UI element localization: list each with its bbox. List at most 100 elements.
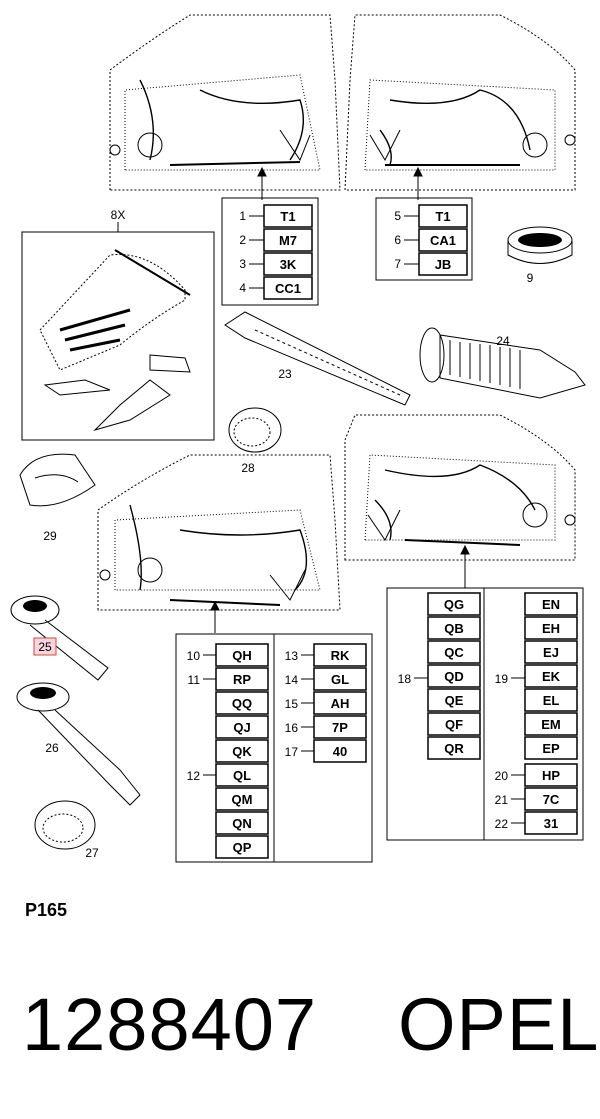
part-25-grommet: 25 (10, 595, 109, 681)
item-code-12-2-box (215, 715, 269, 739)
part-label-24: 24 (496, 334, 510, 348)
item-code-19-5-box (524, 688, 578, 712)
part-9-tape-roll: 9 (507, 226, 573, 285)
item-code-19-6: EM (541, 717, 561, 732)
item-code-18-6-box (427, 712, 481, 736)
item-code-12-1: QQ (232, 696, 252, 711)
item-code-18-7-box (427, 736, 481, 760)
item-code-12-4: QL (233, 768, 251, 783)
item-code-7-box (418, 252, 468, 276)
item-code-15-box (313, 691, 367, 715)
item-code-1-box (263, 204, 313, 228)
item-code-19-4-box (524, 664, 578, 688)
item-code-11: RP (233, 672, 251, 687)
brand-name: OPEL (398, 983, 600, 1066)
item-code-6: CA1 (430, 233, 456, 248)
item-number-4: 4 (239, 281, 246, 295)
item-code-19-5: EL (543, 693, 560, 708)
item-code-19-2-box (524, 616, 578, 640)
item-number-5: 5 (394, 209, 401, 223)
part-23-cable-tie: 23 (224, 311, 411, 406)
item-code-13: RK (331, 648, 350, 663)
item-code-18-2: QB (444, 621, 464, 636)
item-code-18-6: QF (445, 717, 463, 732)
item-code-12-6: QN (232, 816, 252, 831)
item-code-19-4: EK (542, 669, 561, 684)
part-label-23: 23 (278, 367, 292, 381)
part-label-29: 29 (43, 529, 57, 543)
item-code-18-5-box (427, 688, 481, 712)
item-code-22-box (524, 811, 578, 835)
item-number-15: 15 (285, 697, 299, 711)
item-code-12-1-box (215, 691, 269, 715)
item-code-19-1-box (524, 592, 578, 616)
item-code-12-5-box (215, 787, 269, 811)
item-code-19-6-box (524, 712, 578, 736)
item-number-7: 7 (394, 257, 401, 271)
item-number-21: 21 (495, 793, 509, 807)
item-number-14: 14 (285, 673, 299, 687)
item-number-12: 12 (187, 769, 201, 783)
item-code-19-7: EP (542, 741, 560, 756)
item-code-1: T1 (280, 209, 295, 224)
callout-arrows-top (257, 166, 423, 200)
part-label-26: 26 (45, 741, 59, 755)
item-code-18-4: QD (444, 669, 464, 684)
item-code-12-2: QJ (233, 720, 250, 735)
item-number-3: 3 (239, 257, 246, 271)
part-26-grommet-long: 26 (16, 682, 141, 806)
item-code-18-2-box (427, 616, 481, 640)
item-code-16-box (313, 715, 367, 739)
item-code-4: CC1 (275, 281, 301, 296)
item-code-21: 7C (543, 792, 560, 807)
item-code-22: 31 (544, 816, 558, 831)
item-code-19-2: EH (542, 621, 560, 636)
page-code: P165 (25, 900, 68, 920)
door-panel-top-right (344, 14, 576, 191)
item-code-14-box (313, 667, 367, 691)
item-code-12-5: QM (232, 792, 253, 807)
item-code-12-3: QK (232, 744, 252, 759)
item-code-19-7-box (524, 736, 578, 760)
part-28-blanking-plug: 28 (228, 407, 282, 475)
item-code-17: 40 (333, 744, 347, 759)
item-code-3-box (263, 252, 313, 276)
part-label-27: 27 (85, 846, 99, 860)
item-number-22: 22 (495, 817, 509, 831)
part-number: 1288407 (22, 983, 318, 1066)
item-number-19: 19 (495, 672, 509, 686)
item-code-11-box (215, 667, 269, 691)
item-code-12-6-box (215, 811, 269, 835)
item-code-19-3-box (524, 640, 578, 664)
door-panel-bottom-right (344, 414, 576, 561)
item-code-18-1-box (427, 592, 481, 616)
item-number-10: 10 (187, 649, 201, 663)
item-number-18: 18 (398, 672, 412, 686)
item-code-12-7-box (215, 835, 269, 859)
item-number-13: 13 (285, 649, 299, 663)
item-number-16: 16 (285, 721, 299, 735)
item-code-21-box (524, 787, 578, 811)
item-number-2: 2 (239, 233, 246, 247)
item-code-18-5: QE (445, 693, 464, 708)
item-code-12-7: QP (233, 840, 252, 855)
item-code-16: 7P (332, 720, 348, 735)
item-code-10: QH (232, 648, 252, 663)
item-code-2-box (263, 228, 313, 252)
item-number-6: 6 (394, 233, 401, 247)
part-label-9: 9 (527, 271, 534, 285)
item-code-18-3-box (427, 640, 481, 664)
door-panel-bottom-left (97, 454, 341, 611)
item-code-14: GL (331, 672, 349, 687)
item-code-6-box (418, 228, 468, 252)
item-code-18-4-box (427, 664, 481, 688)
item-code-4-box (263, 276, 313, 300)
item-number-11: 11 (188, 673, 201, 687)
door-panel-top-left (109, 14, 341, 191)
part-label-28: 28 (241, 461, 255, 475)
item-code-12-3-box (215, 739, 269, 763)
item-number-1: 1 (239, 209, 246, 223)
